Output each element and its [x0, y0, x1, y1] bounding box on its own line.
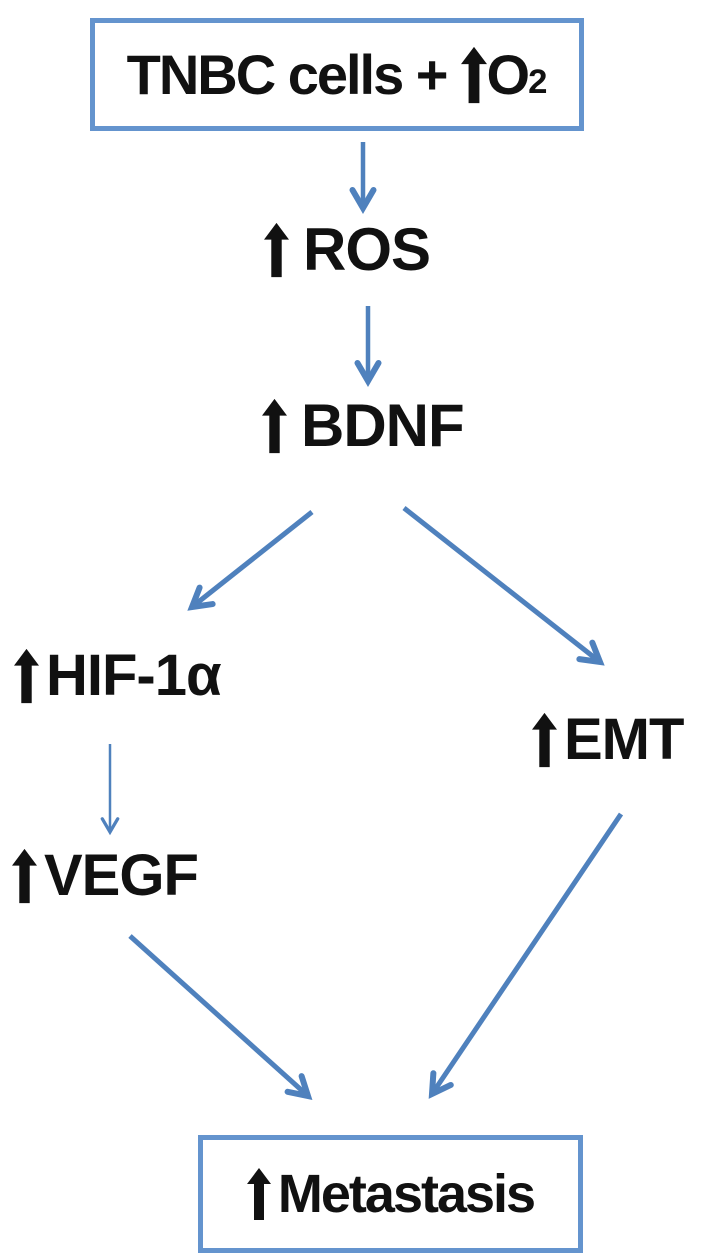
- connector-bdnf-to-hif1a: [187, 510, 314, 611]
- increase-arrow-icon: [14, 646, 39, 706]
- node-ros: ROS: [264, 216, 431, 283]
- increase-arrow-icon: [262, 396, 287, 456]
- metastasis-box: Metastasis: [198, 1135, 583, 1253]
- connector-vegf-to-metastasis: [128, 934, 313, 1100]
- node-hif1a: HIF-1α: [14, 643, 222, 708]
- increase-arrow-icon: [264, 220, 289, 280]
- increase-arrow-icon: [246, 1166, 271, 1222]
- node-vegf: VEGF: [12, 843, 199, 908]
- node-bdnf: BDNF: [262, 392, 465, 459]
- node-emt-label: EMT: [564, 707, 684, 772]
- node-vegf-label: VEGF: [44, 843, 199, 908]
- increase-arrow-icon: [532, 710, 557, 770]
- node-hif1a-label: HIF-1α: [46, 643, 222, 708]
- metastasis-box-label: Metastasis: [277, 1164, 536, 1224]
- oxygen-symbol: O: [486, 43, 531, 106]
- node-ros-label: ROS: [303, 216, 431, 283]
- node-bdnf-label: BDNF: [301, 392, 465, 459]
- node-emt: EMT: [532, 707, 684, 772]
- increase-arrow-icon: [460, 46, 487, 104]
- increase-arrow-icon: [12, 846, 37, 906]
- connector-emt-to-metastasis: [428, 812, 624, 1099]
- connector-bdnf-to-emt: [402, 506, 605, 666]
- tnbc-box-label: TNBC cells +: [126, 43, 449, 106]
